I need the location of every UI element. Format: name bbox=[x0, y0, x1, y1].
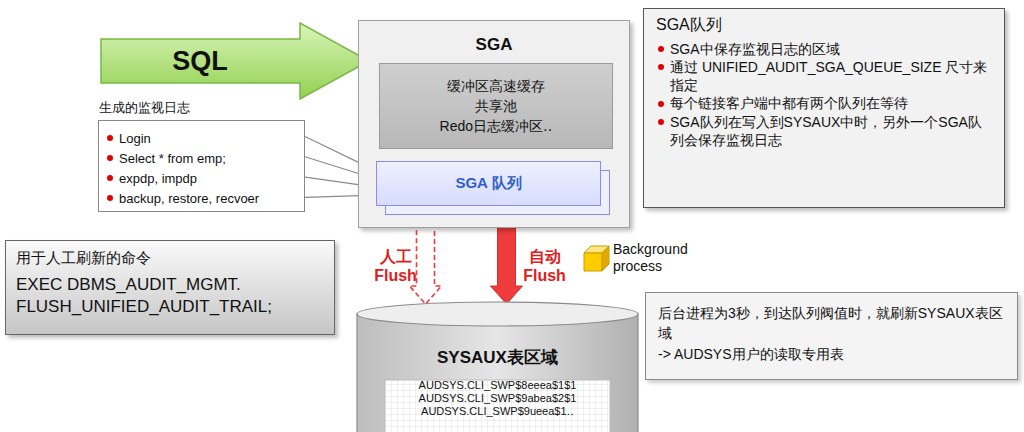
node-text: SGA bbox=[359, 21, 629, 55]
node-line: backup, restore, recvoer bbox=[105, 189, 298, 209]
cylinder-top bbox=[357, 302, 638, 326]
memory-pools-box: 缓冲区高速缓存共享池Redo日志缓冲区‥ bbox=[379, 63, 613, 149]
command-box: 用于人工刷新的命令 EXEC DBMS_AUDIT_MGMT. FLUSH_UNI… bbox=[5, 240, 335, 335]
note-box: SGA队列 SGA中保存监视日志的区域通过 UNIFIED_AUDIT_SGA_Q… bbox=[643, 8, 1005, 208]
auto-flush-arrow bbox=[491, 217, 523, 304]
node-text: SGA 队列 bbox=[455, 174, 521, 193]
node-text: SQL bbox=[100, 22, 370, 100]
node-line: SGA队列在写入到SYSAUX中时，另外一个SGA队列会保存监视日志 bbox=[656, 113, 994, 149]
note-box: 后台进程为3秒，到达队列阀值时，就刷新SYSAUX表区域-> AUDSYS用户的… bbox=[645, 292, 1018, 380]
node-line: 共享池 bbox=[475, 96, 517, 116]
sql-arrow: SQL bbox=[100, 22, 370, 100]
manual-flush-arrow bbox=[410, 217, 442, 304]
node-line: 通过 UNIFIED_AUDIT_SGA_QUEUE_SIZE 尺寸来指定 bbox=[656, 58, 994, 94]
node-line: -> AUDSYS用户的读取专用表 bbox=[658, 344, 1005, 364]
node-text: 缓冲区高速缓存 bbox=[447, 76, 545, 96]
log-list-box: 生成的监视日志LoginSelect * from emp;expdp, imp… bbox=[98, 120, 305, 212]
node-line: 每个链接客户端中都有两个队列在等待 bbox=[656, 94, 994, 112]
flush-label: 自动 Flush bbox=[521, 247, 569, 285]
arrow-outline bbox=[101, 23, 369, 99]
flush-label: 人工 Flush bbox=[372, 247, 420, 285]
node-line: EXEC DBMS_AUDIT_MGMT. FLUSH_UNIFIED_AUDI… bbox=[16, 274, 324, 318]
sga-region: SGA 缓冲区高速缓存共享池Redo日志缓冲区‥ SGA 队列 bbox=[358, 20, 630, 228]
process-label: Background process bbox=[613, 241, 713, 275]
node-line: SGA中保存监视日志的区域 bbox=[656, 40, 994, 58]
node-line: Login bbox=[105, 129, 298, 149]
node-line: Select * from emp; bbox=[105, 149, 298, 169]
node-text: SGA队列 bbox=[656, 15, 994, 36]
node-text: 生成的监视日志 bbox=[99, 98, 190, 118]
node-line: expdp, impdp bbox=[105, 169, 298, 189]
node-text: 后台进程为3秒，到达队列阀值时，就刷新SYSAUX表区域 bbox=[658, 303, 1005, 344]
sga-queue-box: SGA 队列 bbox=[376, 161, 601, 206]
node-line: AUDSYS.CLI_SWP$9ueea$1‥ bbox=[355, 405, 640, 418]
tablespace-cylinder: SYSAUX表区域AUDSYS.CLI_SWP$8eeea$1$1AUDSYS.… bbox=[355, 300, 640, 432]
arrow-shape bbox=[100, 22, 370, 100]
node-line: AUDSYS.CLI_SWP$8eeea$1$1 bbox=[355, 379, 640, 392]
node-text: 用于人工刷新的命令 bbox=[16, 249, 324, 268]
node-line: Redo日志缓冲区‥ bbox=[440, 116, 553, 136]
node-line: AUDSYS.CLI_SWP$9abea$2$1 bbox=[355, 392, 640, 405]
node-text: SYSAUX表区域 bbox=[355, 346, 640, 369]
